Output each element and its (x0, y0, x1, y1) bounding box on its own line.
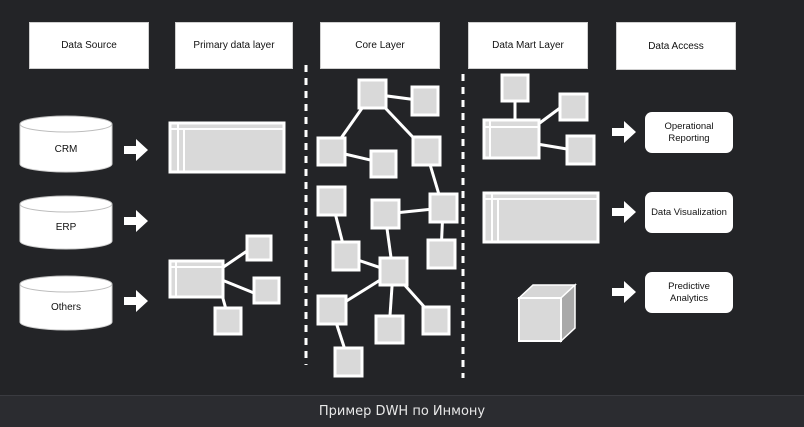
header-data-access: Data Access (616, 22, 736, 70)
source-others-cylinder: Others (19, 275, 113, 331)
mart-star (482, 73, 596, 166)
mart-cube (517, 283, 577, 343)
arrow-right-icon (124, 139, 148, 161)
primary-star (168, 234, 281, 336)
access-predictive-line2: Analytics (669, 292, 708, 304)
header-data-source: Data Source (29, 22, 149, 69)
source-erp-cylinder: ERP (19, 195, 113, 250)
primary-table (168, 121, 286, 174)
figure-caption: Пример DWH по Инмону (0, 395, 804, 427)
diagram-canvas: Data Source Primary data layer Core Laye… (19, 22, 736, 378)
arrow-right-icon (612, 201, 636, 223)
arrow-right-icon (124, 210, 148, 232)
access-operational-reporting: Operational Reporting (645, 112, 733, 153)
access-predictive-analytics: Predictive Analytics (645, 272, 733, 313)
access-operational-line2: Reporting (668, 132, 710, 144)
access-visualization-label: Data Visualization (651, 206, 727, 218)
source-crm-cylinder: CRM (19, 115, 113, 173)
core-graph (316, 78, 459, 378)
source-others-label: Others (51, 302, 81, 313)
source-erp-label: ERP (56, 222, 77, 233)
arrow-right-icon (124, 290, 148, 312)
access-predictive-line1: Predictive (668, 280, 710, 292)
access-operational-line1: Operational (664, 120, 714, 132)
arrow-right-icon (612, 281, 636, 303)
header-data-mart-layer: Data Mart Layer (468, 22, 588, 69)
header-primary-layer: Primary data layer (175, 22, 293, 69)
mart-table (482, 191, 600, 244)
header-core-layer: Core Layer (320, 22, 440, 69)
arrow-right-icon (612, 121, 636, 143)
diagram-graphics: CRM ERP Others (19, 65, 636, 378)
source-crm-label: CRM (55, 144, 78, 155)
access-data-visualization: Data Visualization (645, 192, 733, 233)
